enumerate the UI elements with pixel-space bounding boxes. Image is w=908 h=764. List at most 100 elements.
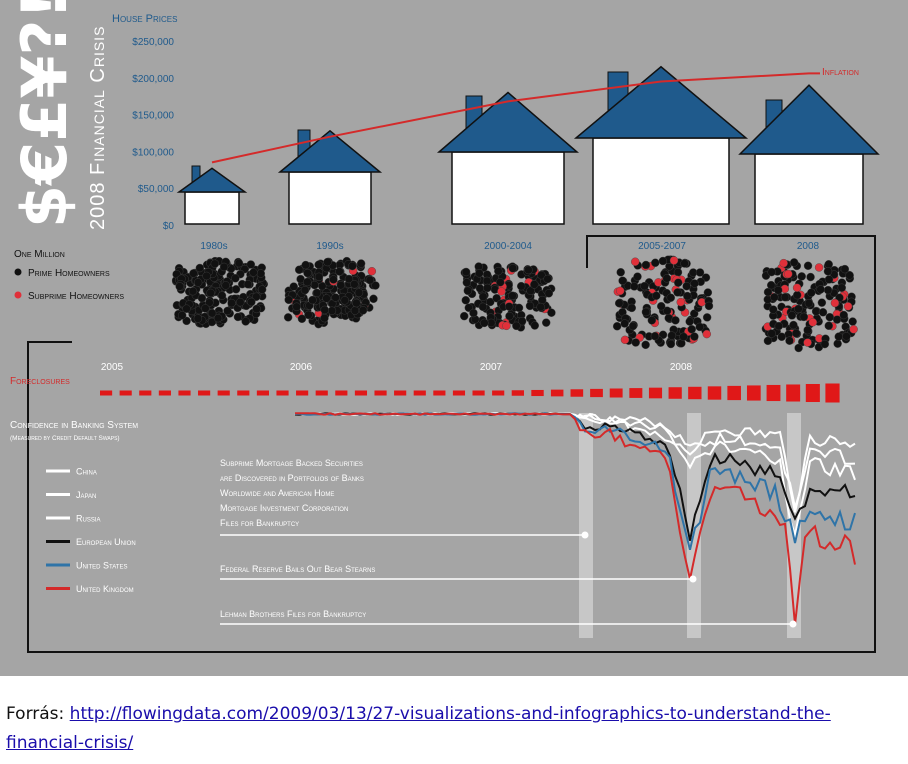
prime-dot (310, 280, 319, 290)
period-label: 2008 (797, 241, 820, 252)
prime-dot (839, 310, 848, 320)
prime-dot (241, 317, 250, 326)
prime-dot (358, 306, 368, 315)
annotation-marker (581, 531, 589, 539)
annotation-text: Lehman Brothers Files for Bankruptcy (220, 609, 366, 619)
prime-dot (547, 308, 556, 317)
subprime-dot (792, 283, 802, 292)
prime-dot (525, 301, 535, 311)
prime-dot (207, 317, 217, 327)
prime-dot (508, 291, 517, 300)
prime-dot (462, 278, 472, 287)
prime-dot (685, 317, 694, 326)
prime-dot (627, 303, 636, 313)
prime-dot (234, 258, 244, 268)
prime-dot (673, 288, 682, 297)
prime-dot (690, 309, 699, 318)
prime-dot (820, 339, 830, 349)
prime-dot (322, 294, 331, 303)
prime-dot (352, 298, 361, 308)
foreclosure-bar (374, 390, 387, 396)
infographic-canvas: $€£¥?! 2008 Financial Crisis House Price… (8, 0, 880, 653)
infographic-title: 2008 Financial Crisis (87, 26, 109, 230)
subprime-dot (779, 258, 788, 268)
legend-label: European Union (76, 537, 136, 547)
foreclosure-bar (746, 385, 761, 401)
prime-dot (633, 272, 642, 281)
prime-dot (630, 282, 639, 291)
foreclosure-bar (472, 390, 485, 396)
prime-dot (175, 282, 184, 291)
prime-dot (640, 281, 649, 291)
prime-dot (475, 269, 484, 278)
prime-dot (516, 281, 526, 291)
price-tick-label: $200,000 (132, 74, 174, 85)
legend-label: Russia (76, 514, 101, 524)
prime-dot (823, 267, 833, 276)
prime-dot (666, 339, 676, 349)
subprime-dot (803, 338, 812, 347)
prime-dot (804, 299, 814, 308)
prime-dot (641, 307, 651, 317)
prime-dot (356, 259, 366, 268)
prime-dot (797, 272, 806, 281)
period-label: 1990s (316, 241, 343, 252)
prime-dot (787, 311, 797, 320)
prime-legend-label: Prime Homeowners (28, 268, 110, 279)
source-link[interactable]: http://flowingdata.com/2009/03/13/27-vis… (6, 704, 831, 753)
subprime-dot (669, 256, 679, 265)
house-body (288, 171, 372, 225)
prime-dot (210, 259, 220, 268)
subprime-dot (615, 286, 625, 296)
prime-dot (329, 275, 338, 284)
prime-dot (537, 270, 546, 280)
foreclosure-bar (158, 390, 171, 396)
prime-dot (618, 276, 627, 285)
prime-dot (641, 260, 651, 270)
foreclosure-bar (198, 390, 211, 396)
prime-dot (213, 313, 223, 323)
prime-dot (492, 294, 501, 303)
prime-dot (842, 332, 851, 341)
prime-dot (301, 260, 310, 270)
foreclosure-bar (688, 386, 702, 400)
prime-dot (530, 321, 539, 330)
prime-dot (806, 272, 815, 282)
subprime-dot (843, 302, 853, 311)
prime-dot (818, 308, 828, 317)
subprime-dot (497, 287, 506, 296)
prime-dot (833, 339, 842, 348)
foreclosure-bar (237, 390, 250, 396)
prime-dot (834, 332, 843, 341)
prime-dot (182, 304, 191, 313)
prime-dot (461, 296, 470, 305)
price-tick-label: $250,000 (132, 37, 174, 48)
currency-symbols: $€£¥?! (8, 0, 81, 228)
prime-dot (461, 267, 471, 277)
foreclosure-bar (805, 383, 820, 403)
prime-dot (504, 302, 514, 311)
prime-dot (512, 321, 521, 331)
prime-dot (658, 256, 668, 266)
prime-dot (794, 304, 803, 314)
prime-dot (182, 316, 191, 326)
prime-dot (543, 274, 552, 284)
prime-dot (221, 281, 230, 290)
prime-dot (219, 262, 229, 272)
prime-dot (483, 283, 492, 293)
foreclosure-bar (217, 390, 230, 396)
banking-lines (294, 412, 856, 625)
prime-dot (312, 288, 322, 298)
foreclosure-bar (825, 383, 840, 403)
banking-title: Confidence in Banking System (10, 420, 138, 431)
subprime-dot (808, 318, 817, 327)
prime-dot (704, 301, 714, 311)
prime-dot (189, 269, 198, 278)
prime-dot (767, 329, 776, 338)
foreclosures-label: Foreclosures (10, 376, 70, 387)
prime-dot (314, 260, 323, 269)
foreclosure-bar (590, 388, 603, 398)
subprime-dot (502, 321, 511, 331)
prime-dot (480, 318, 489, 328)
